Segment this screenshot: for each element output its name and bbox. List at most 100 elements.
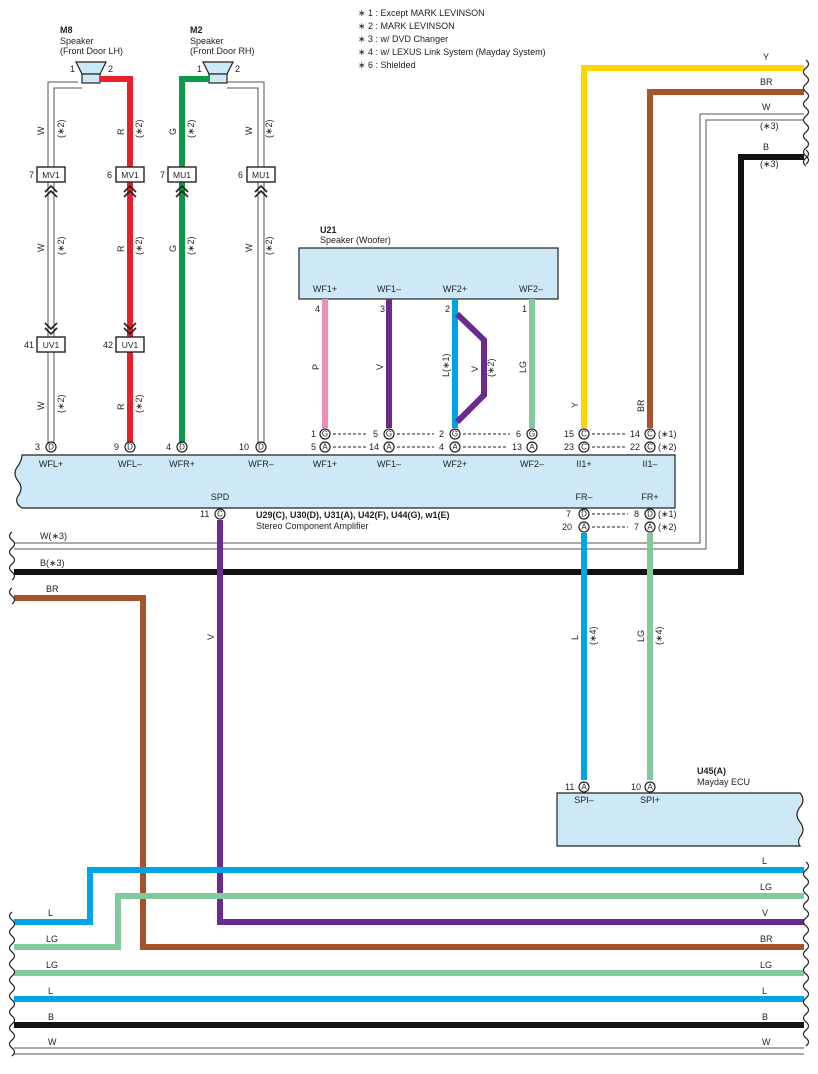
lbl-br-top: BR — [760, 77, 773, 87]
lbl-b-top: B — [763, 142, 769, 152]
amp-num-r6a: 14 — [630, 429, 640, 439]
lbl-y-top: Y — [763, 52, 769, 62]
svg-text:MV1: MV1 — [121, 170, 139, 180]
svg-text:WF2–: WF2– — [520, 459, 544, 469]
svg-text:WFR+: WFR+ — [169, 459, 195, 469]
u45-num-11: 11 — [565, 782, 574, 792]
pin-mu1-left: 7 — [160, 170, 165, 180]
mayday-ecu-box — [556, 792, 804, 847]
note-4: ∗ 4 : w/ LEXUS Link System (Mayday Syste… — [358, 47, 546, 57]
wire-r-fl-minus — [100, 76, 133, 445]
amp-mark-s1: (∗1) — [658, 429, 677, 439]
lbl-s4-1: (∗4) — [588, 626, 598, 645]
note-5: ∗ 6 : Shielded — [358, 60, 416, 70]
u21-num-1: 1 — [522, 304, 527, 314]
amp-mark-s1-b: (∗1) — [658, 509, 677, 519]
m2-name: Speaker — [190, 36, 224, 46]
lbl-w-top: W — [762, 102, 771, 112]
m2-code: M2 — [190, 25, 203, 35]
lbl-l-left: L — [48, 908, 53, 918]
amp-num-r4a: 6 — [516, 429, 521, 439]
amp-num-r3b: 4 — [439, 442, 444, 452]
m8-code: M8 — [60, 25, 73, 35]
lbl-s2-4: (∗2) — [264, 119, 274, 138]
lbl-s2-10: (∗2) — [134, 394, 144, 413]
lbl-br-right: BR — [760, 934, 773, 944]
m2-pin-2: 2 — [235, 64, 240, 74]
wire-w-fr-minus — [227, 81, 265, 445]
note-1: ∗ 1 : Except MARK LEVINSON — [358, 8, 485, 18]
lbl-s2-3: (∗2) — [186, 119, 196, 138]
lbl-s2-8: (∗2) — [264, 236, 274, 255]
lbl-l-s1: L(∗1) — [441, 353, 451, 377]
svg-text:A: A — [386, 443, 392, 452]
wire-br-ii1m — [647, 89, 804, 428]
notes-legend: ∗ 1 : Except MARK LEVINSON ∗ 2 : MARK LE… — [358, 8, 546, 70]
u21-num-3: 3 — [380, 304, 385, 314]
amp-woofer-pins: G A G A G A G A C C C C — [319, 428, 656, 453]
lbl-lg-right-2: LG — [760, 960, 772, 970]
svg-text:WF1+: WF1+ — [313, 459, 337, 469]
svg-text:MU1: MU1 — [173, 170, 191, 180]
svg-text:SPD: SPD — [211, 492, 230, 502]
amp-num-r1b: 5 — [311, 442, 316, 452]
u45-pin-spim: SPI– — [574, 795, 594, 805]
u45-pin-spip: SPI+ — [640, 795, 660, 805]
svg-text:MV1: MV1 — [42, 170, 60, 180]
lbl-s2-9: (∗2) — [56, 394, 66, 413]
break-marks-left — [8, 531, 16, 1057]
amp-top-labels: WFL+ WFL– WFR+ WFR– WF1+ WF1– WF2+ WF2– … — [39, 459, 658, 469]
connector-mv1-right: MV1 — [115, 166, 145, 183]
lbl-w-5: W — [36, 401, 46, 410]
amp-num-r4b: 13 — [512, 442, 522, 452]
pin-uv1-left: 41 — [24, 340, 34, 350]
wire-lg-bus-top — [14, 893, 804, 950]
lbl-g-2: G — [168, 245, 178, 252]
lbl-w-2: W — [244, 126, 254, 135]
lbl-s3-top2: (∗3) — [760, 159, 779, 169]
amp-num-spd: 11 — [200, 509, 209, 519]
note-3: ∗ 3 : w/ DVD Changer — [358, 34, 448, 44]
svg-text:D: D — [581, 510, 587, 519]
lbl-b3-left: B(∗3) — [40, 558, 65, 568]
lbl-w-1: W — [36, 126, 46, 135]
lbl-s2-6: (∗2) — [134, 236, 144, 255]
amp-num-r1a: 1 — [311, 429, 316, 439]
svg-text:G: G — [529, 430, 535, 439]
lbl-w-4: W — [244, 243, 254, 252]
amp-num-r5b: 23 — [564, 442, 574, 452]
svg-text:C: C — [581, 443, 587, 452]
svg-text:G: G — [452, 430, 458, 439]
amp-num-10: 10 — [239, 442, 249, 452]
lbl-w-3: W — [36, 243, 46, 252]
u21-woofer-box — [298, 247, 559, 300]
u21-pin-wf1m: WF1– — [377, 284, 401, 294]
svg-text:D: D — [48, 443, 54, 452]
u45-pin-a1: A — [581, 783, 587, 792]
svg-text:G: G — [386, 430, 392, 439]
lbl-w-left: W — [48, 1037, 57, 1047]
connector-mu1-right: MU1 — [246, 166, 276, 183]
connector-mu1-left: MU1 — [167, 166, 197, 183]
amp-dashed-links — [333, 433, 626, 448]
chevron-down-icon — [44, 322, 137, 336]
wire-v-wf2p-alt — [454, 311, 487, 425]
lbl-s2-7: (∗2) — [186, 236, 196, 255]
svg-text:C: C — [647, 443, 653, 452]
svg-text:A: A — [647, 523, 653, 532]
svg-text:II1+: II1+ — [576, 459, 591, 469]
amp-num-4: 4 — [166, 442, 171, 452]
amp-bottom-pins: C D A D A — [214, 508, 656, 533]
svg-text:II1–: II1– — [642, 459, 657, 469]
svg-text:WF1–: WF1– — [377, 459, 401, 469]
u21-code: U21 — [320, 225, 337, 235]
wire-v-spd — [217, 520, 804, 925]
wire-g-fr-plus — [179, 76, 209, 445]
svg-text:A: A — [322, 443, 328, 452]
pin-mu1-right: 6 — [238, 170, 243, 180]
amp-num-r2b: 14 — [369, 442, 379, 452]
svg-text:C: C — [581, 430, 587, 439]
amp-bottom-labels: SPD FR– FR+ — [211, 492, 659, 502]
lbl-l-right-1: L — [762, 856, 767, 866]
